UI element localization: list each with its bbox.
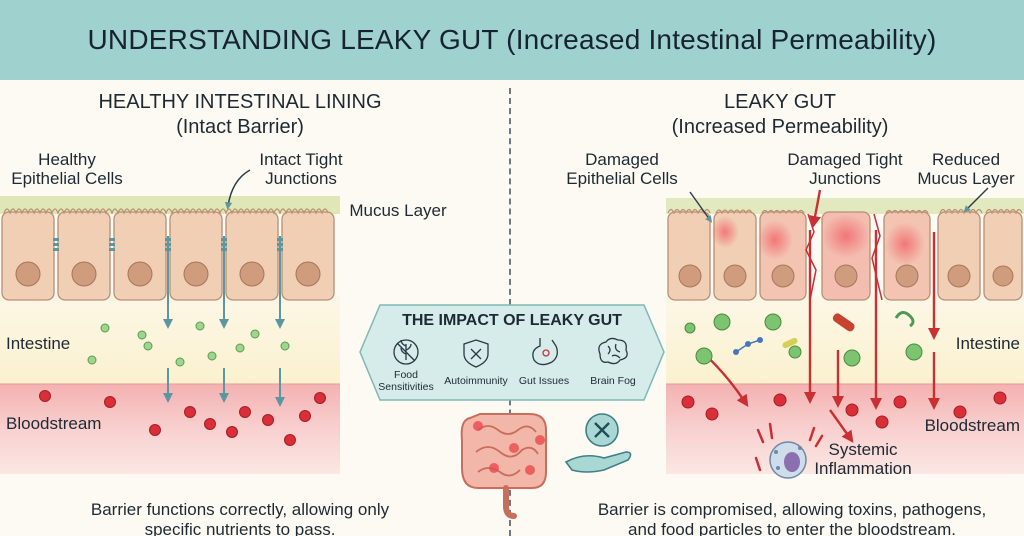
leaky-cells bbox=[667, 211, 1023, 301]
leaky-intestine-label: Intestine bbox=[955, 334, 1020, 353]
intact-junctions-label: Intact Tight Junctions bbox=[259, 150, 343, 189]
impact-title: THE IMPACT OF LEAKY GUT bbox=[402, 312, 622, 329]
impact-item-food-sensitivities: Food Sensitivities bbox=[378, 369, 434, 393]
leaky-red-blood-cells bbox=[681, 391, 1007, 429]
healthy-intestine-zone bbox=[0, 296, 340, 384]
healthy-bloodstream-label: Bloodstream bbox=[6, 414, 102, 433]
title-banner: UNDERSTANDING LEAKY GUT (Increased Intes… bbox=[0, 0, 1024, 80]
healthy-lining bbox=[0, 169, 340, 474]
healthy-cells bbox=[1, 211, 335, 301]
page-title: UNDERSTANDING LEAKY GUT (Increased Intes… bbox=[87, 24, 937, 55]
leaky-intestine-zone bbox=[666, 296, 1024, 384]
leaky-subheading: (Increased Permeability) bbox=[671, 116, 889, 138]
stomach-icon bbox=[532, 338, 558, 366]
reduced-mucus-label: Reduced Mucus Layer bbox=[917, 150, 1015, 189]
damaged-junctions-label: Damaged Tight Junctions bbox=[787, 150, 903, 189]
healthy-cells-label: Healthy Epithelial Cells bbox=[11, 150, 123, 189]
wheat-crossed-icon bbox=[393, 339, 419, 365]
leaky-toxin-particles bbox=[684, 311, 923, 367]
impact-item-autoimmunity: Autoimmunity bbox=[444, 375, 508, 387]
immune-cell-icon bbox=[769, 441, 807, 479]
healthy-heading: HEALTHY INTESTINAL LINING bbox=[98, 91, 382, 113]
impact-panel bbox=[359, 304, 665, 401]
healthy-subheading: (Intact Barrier) bbox=[176, 116, 304, 138]
leaky-caption: Barrier is compromised, allowing toxins,… bbox=[597, 500, 987, 536]
shield-icon bbox=[463, 339, 489, 368]
leaky-bloodstream-label: Bloodstream bbox=[924, 416, 1020, 435]
rejection-hand-icon bbox=[564, 413, 632, 473]
leaky-mucus-layer bbox=[666, 198, 1024, 214]
leaky-microvilli bbox=[667, 208, 1023, 215]
healthy-red-blood-cells bbox=[39, 390, 326, 446]
leaky-heading: LEAKY GUT bbox=[724, 91, 836, 113]
leaky-lining bbox=[666, 187, 1024, 479]
impact-item-brain-fog: Brain Fog bbox=[590, 375, 636, 387]
alert-marks bbox=[754, 422, 824, 472]
healthy-nutrient-arrows bbox=[163, 236, 285, 407]
impact-item-gut-issues: Gut Issues bbox=[518, 375, 570, 387]
systemic-inflammation-label: Systemic Inflammation bbox=[814, 440, 912, 479]
healthy-nutrient-particles bbox=[87, 321, 290, 367]
intestine-icon bbox=[460, 413, 547, 519]
brain-icon bbox=[598, 337, 628, 365]
mucus-layer-label: Mucus Layer bbox=[349, 201, 447, 220]
damaged-cells-label: Damaged Epithelial Cells bbox=[566, 150, 678, 189]
healthy-microvilli bbox=[3, 208, 329, 215]
healthy-intestine-label: Intestine bbox=[6, 334, 71, 353]
healthy-caption: Barrier functions correctly, allowing on… bbox=[90, 500, 390, 536]
